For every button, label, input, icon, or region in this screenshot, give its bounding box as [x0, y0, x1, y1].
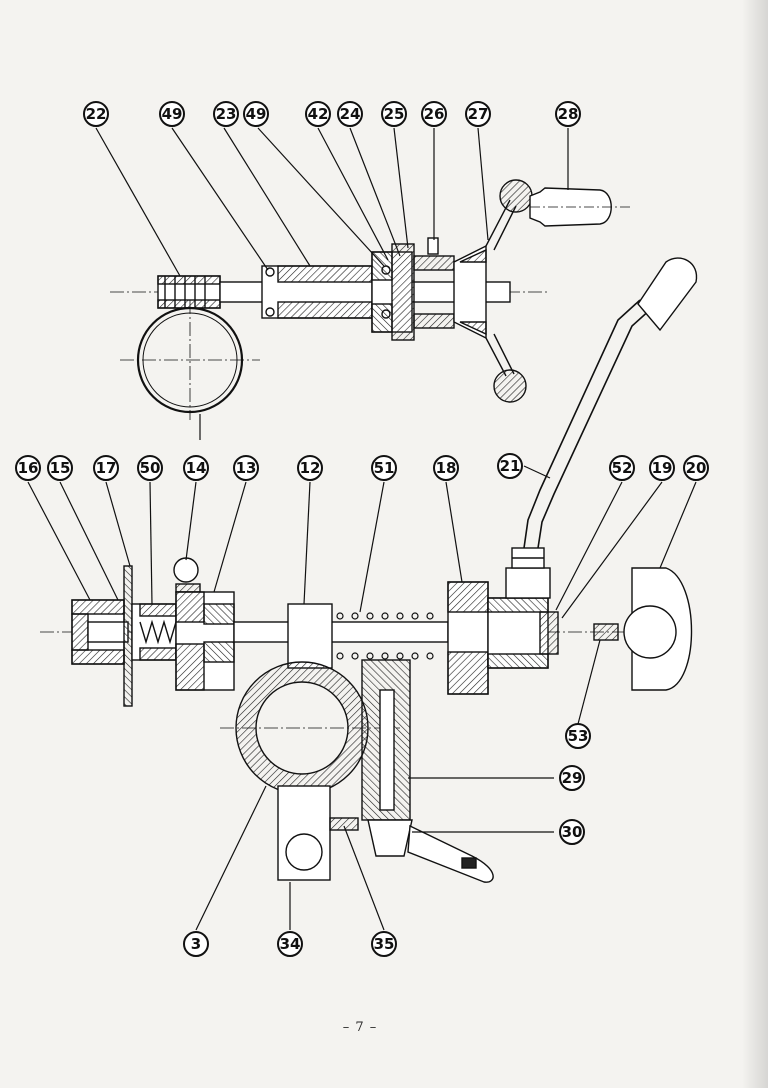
- svg-text:51: 51: [374, 459, 395, 477]
- svg-text:17: 17: [96, 459, 117, 477]
- svg-text:25: 25: [384, 105, 405, 123]
- svg-text:3: 3: [191, 935, 201, 953]
- callout-26: 26: [421, 101, 447, 127]
- callout-35: 35: [371, 931, 397, 957]
- svg-text:24: 24: [340, 105, 361, 123]
- svg-text:49: 49: [246, 105, 267, 123]
- callout-49-second: 49: [243, 101, 269, 127]
- svg-text:53: 53: [568, 727, 589, 745]
- svg-text:42: 42: [308, 105, 329, 123]
- callout-53: 53: [565, 723, 591, 749]
- callout-14: 14: [183, 455, 209, 481]
- svg-text:52: 52: [612, 459, 633, 477]
- svg-text:15: 15: [50, 459, 71, 477]
- callout-22: 22: [83, 101, 109, 127]
- callout-21: 21: [497, 453, 523, 479]
- svg-text:14: 14: [186, 459, 207, 477]
- svg-text:29: 29: [562, 769, 583, 787]
- svg-text:35: 35: [374, 935, 395, 953]
- svg-text:16: 16: [18, 459, 39, 477]
- svg-text:50: 50: [140, 459, 161, 477]
- callout-25: 25: [381, 101, 407, 127]
- svg-text:34: 34: [280, 935, 301, 953]
- svg-text:13: 13: [236, 459, 257, 477]
- callout-52: 52: [609, 455, 635, 481]
- callout-20: 20: [683, 455, 709, 481]
- callout-28: 28: [555, 101, 581, 127]
- svg-text:12: 12: [300, 459, 321, 477]
- lower-lever-shaft-assembly: [40, 257, 698, 883]
- callout-12: 12: [297, 455, 323, 481]
- callout-51: 51: [371, 455, 397, 481]
- upper-handwheel-shaft-assembly: [110, 179, 630, 420]
- callout-50: 50: [137, 455, 163, 481]
- leader-lines: [27, 127, 697, 931]
- svg-text:27: 27: [468, 105, 489, 123]
- callout-23: 23: [213, 101, 239, 127]
- callout-49: 49: [159, 101, 185, 127]
- page-edge-shadow: [742, 0, 768, 1088]
- svg-text:28: 28: [558, 105, 579, 123]
- callout-34: 34: [277, 931, 303, 957]
- svg-text:19: 19: [652, 459, 673, 477]
- svg-text:22: 22: [86, 105, 107, 123]
- svg-text:26: 26: [424, 105, 445, 123]
- callout-30: 30: [559, 819, 585, 845]
- callout-42: 42: [305, 101, 331, 127]
- page-number: – 7 –: [342, 1020, 378, 1035]
- svg-text:18: 18: [436, 459, 457, 477]
- callout-17: 17: [93, 455, 119, 481]
- callout-19: 19: [649, 455, 675, 481]
- svg-text:20: 20: [686, 459, 707, 477]
- svg-text:49: 49: [162, 105, 183, 123]
- callout-15: 15: [47, 455, 73, 481]
- callout-24: 24: [337, 101, 363, 127]
- callout-27: 27: [465, 101, 491, 127]
- callout-18: 18: [433, 455, 459, 481]
- svg-text:21: 21: [500, 457, 521, 475]
- callout-3: 3: [183, 931, 209, 957]
- callout-13: 13: [233, 455, 259, 481]
- svg-text:30: 30: [562, 823, 583, 841]
- callout-16: 16: [15, 455, 41, 481]
- callout-29: 29: [559, 765, 585, 791]
- svg-text:23: 23: [216, 105, 237, 123]
